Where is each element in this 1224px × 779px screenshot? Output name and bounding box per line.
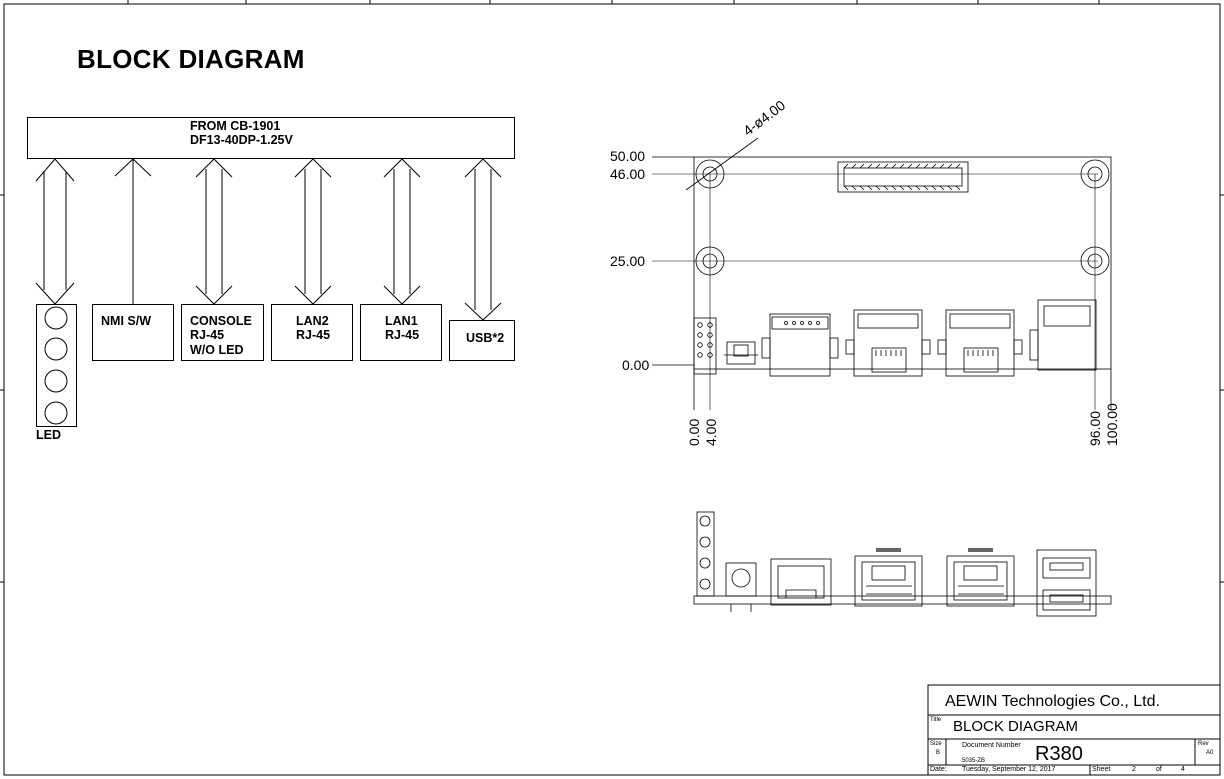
size-value: B: [936, 750, 941, 756]
source-connector-box: [27, 117, 515, 159]
nmi-switch-top: [724, 341, 758, 365]
usb-jack-top: [1029, 299, 1097, 371]
dim-y-46: 46.00: [610, 166, 646, 182]
company-name: AEWIN Technologies Co., Ltd.: [945, 693, 1160, 710]
usb-arrow: [464, 158, 502, 320]
df13-connector: [837, 161, 969, 193]
docnum-label: Document Number: [962, 742, 1021, 749]
lan1-jack-front: [946, 555, 1015, 607]
lan2-block: [271, 304, 353, 361]
led-header-top: [693, 317, 717, 375]
nmi-arrow: [114, 158, 152, 304]
page-title: BLOCK DIAGRAM: [77, 44, 305, 74]
of-label: of: [1156, 766, 1162, 773]
lan2-jack-front: [854, 555, 923, 607]
lan2-arrow: [294, 158, 332, 305]
nmi-switch-front: [725, 562, 757, 612]
total-value: 4: [1181, 766, 1185, 773]
led-header-front: [696, 511, 715, 597]
console-label-2: RJ-45: [190, 328, 225, 342]
usb-block: [449, 320, 515, 361]
dim-y-25: 25.00: [610, 253, 646, 269]
lan2-jack-top: [845, 309, 931, 377]
console-label-1: CONSOLE: [190, 314, 252, 328]
lan2-label-1: LAN2: [296, 314, 329, 328]
console-jack-top: [761, 313, 839, 377]
source-line-2: DF13-40DP-1.25V: [190, 133, 293, 147]
led-label: LED: [36, 428, 61, 442]
lan1-jack-top: [937, 309, 1023, 377]
sheet-label: Sheet: [1092, 766, 1111, 773]
led-block: [36, 304, 77, 427]
dim-y-0: 0.00: [622, 357, 650, 373]
console-block: [181, 304, 264, 361]
source-line-1: FROM CB-1901: [190, 119, 281, 133]
lan1-label-1: LAN1: [385, 314, 418, 328]
usb-label: USB*2: [466, 331, 505, 345]
usb-jack-front: [1036, 549, 1097, 617]
nmi-label: NMI S/W: [101, 314, 151, 328]
title-value: BLOCK DIAGRAM: [953, 718, 1079, 735]
led-indicators: [44, 306, 68, 425]
date-label: Date:: [930, 766, 947, 773]
lan2-label-2: RJ-45: [296, 328, 331, 342]
console-jack-front: [770, 558, 832, 606]
board-edge-front: [693, 595, 1112, 605]
rev-value: A0: [1206, 750, 1214, 756]
lan1-label-2: RJ-45: [385, 328, 420, 342]
rev-label: Rev: [1198, 741, 1209, 747]
title-label: Title: [930, 717, 942, 723]
nmi-block: [92, 304, 174, 361]
size-label: Size: [930, 741, 942, 747]
lan1-block: [360, 304, 442, 361]
console-label-3: W/O LED: [190, 343, 244, 357]
doc-sub: 5035-ZB: [962, 758, 986, 764]
date-value: Tuesday, September 12, 2017: [962, 766, 1056, 773]
mount-holes: [695, 159, 1110, 276]
doc-number: R380: [1035, 743, 1083, 765]
dim-y-50: 50.00: [610, 148, 646, 164]
sheet-value: 2: [1132, 766, 1136, 773]
board-outline: [693, 156, 1112, 370]
